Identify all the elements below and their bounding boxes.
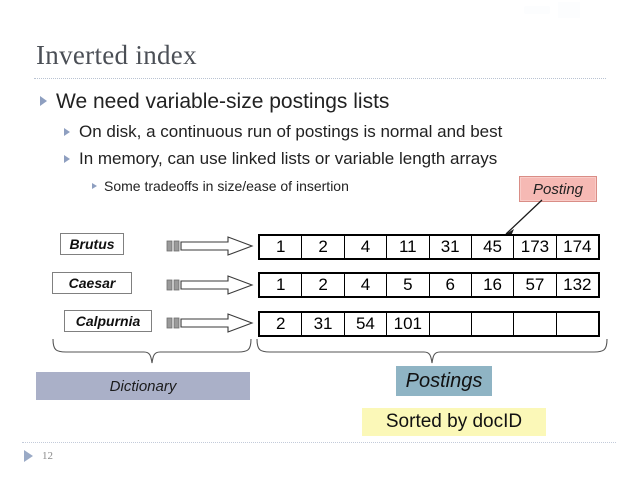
header-decoration (524, 2, 594, 18)
postings-row-caesar: 1 2 4 5 6 16 57 132 (258, 272, 600, 298)
bullet-level3-1: Some tradeoffs in size/ease of insertion (92, 178, 349, 194)
bullet-text: We need variable-size postings lists (56, 90, 390, 113)
decoration-box-icon (558, 2, 580, 18)
posting-cell: 101 (387, 313, 430, 335)
postings-brace (256, 338, 608, 364)
posting-cell: 2 (302, 274, 345, 296)
posting-cell: 132 (563, 275, 592, 294)
bullet-triangle-icon (64, 127, 70, 136)
posting-cell (514, 313, 557, 335)
postings-label: Postings (396, 366, 492, 396)
dictionary-term-calpurnia[interactable]: Calpurnia (64, 310, 152, 332)
bullet-text: On disk, a continuous run of postings is… (79, 122, 503, 141)
posting-cell: 54 (345, 313, 388, 335)
dictionary-label: Dictionary (36, 372, 250, 400)
posting-cell: 31 (430, 236, 472, 258)
posting-cell (557, 313, 598, 335)
bullet-text: In memory, can use linked lists or varia… (79, 149, 498, 168)
term-label: Caesar (68, 275, 116, 291)
posting-callout: Posting (519, 176, 597, 202)
pointer-arrow-calpurnia-icon (166, 313, 254, 333)
posting-cell: 57 (514, 274, 557, 296)
bullet-level2-2: In memory, can use linked lists or varia… (64, 149, 497, 169)
posting-cell: 174 (563, 237, 592, 256)
posting-cell: 11 (387, 236, 430, 258)
footer-triangle-icon (24, 450, 33, 462)
term-label: Calpurnia (75, 313, 141, 329)
posting-callout-label: Posting (532, 180, 584, 198)
posting-cell: 1 (260, 274, 303, 296)
posting-cell: 2 (260, 313, 303, 335)
footer-divider (22, 442, 616, 443)
posting-cell: 4 (345, 236, 388, 258)
page-number: 12 (42, 450, 53, 462)
posting-cell: 16 (472, 274, 515, 296)
posting-cell: 5 (387, 274, 430, 296)
posting-cell: 173 (514, 236, 557, 258)
postings-label-text: Postings (405, 369, 483, 392)
posting-cell: 31 (302, 313, 345, 335)
bullet-text: Some tradeoffs in size/ease of insertion (104, 178, 349, 194)
sorted-note-text: Sorted by docID (385, 411, 523, 432)
sorted-by-docid-note: Sorted by docID (362, 408, 546, 436)
postings-row-calpurnia: 2 31 54 101 (258, 311, 600, 337)
posting-cell: 2 (302, 236, 345, 258)
posting-cell: 6 (430, 274, 472, 296)
title-divider (34, 78, 606, 79)
dictionary-brace (52, 338, 252, 364)
dictionary-term-brutus[interactable]: Brutus (60, 233, 124, 255)
postings-row-brutus: 1 2 4 11 31 45 173 174 (258, 234, 600, 260)
bullet-level2-1: On disk, a continuous run of postings is… (64, 122, 502, 142)
bullet-level1-1: We need variable-size postings lists (40, 90, 389, 114)
posting-cell (430, 313, 472, 335)
pointer-arrow-caesar-icon (166, 275, 254, 295)
pointer-arrow-brutus-icon (166, 236, 254, 256)
decoration-bar-icon (524, 6, 550, 14)
bullet-triangle-icon (40, 96, 47, 107)
bullet-triangle-icon (64, 154, 70, 163)
posting-cell: 4 (345, 274, 388, 296)
dictionary-term-caesar[interactable]: Caesar (52, 272, 132, 294)
posting-cell: 1 (260, 236, 303, 258)
bullet-triangle-icon (92, 183, 97, 190)
posting-cell: 45 (472, 236, 515, 258)
posting-cell (472, 313, 515, 335)
term-label: Brutus (69, 236, 115, 252)
page-title: Inverted index (36, 40, 197, 70)
dictionary-label-text: Dictionary (109, 377, 177, 395)
